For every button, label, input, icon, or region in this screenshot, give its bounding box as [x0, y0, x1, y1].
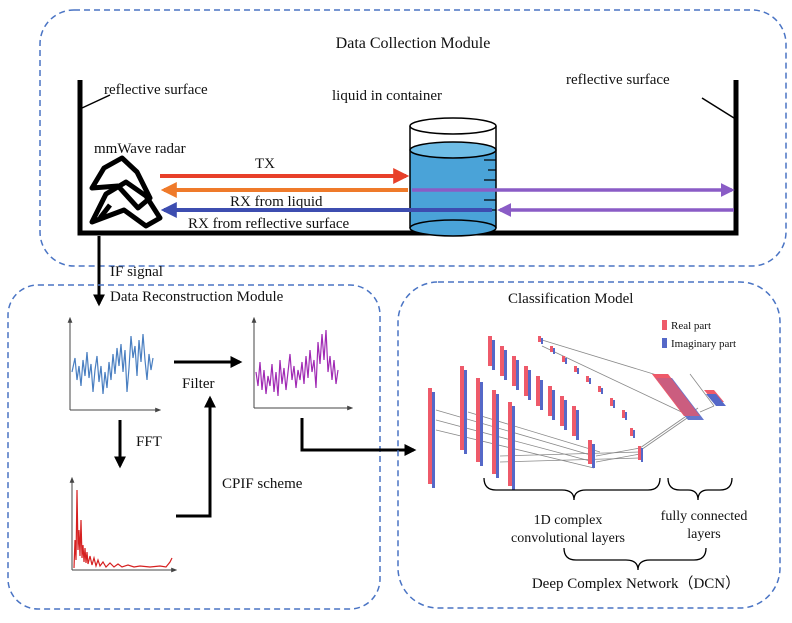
if-signal-connector: IF signal [93, 236, 163, 307]
filtered-signal-line [255, 329, 339, 397]
reflective-left-label: reflective surface [104, 82, 208, 98]
classification-module: Classification Model Real part Imaginary… [397, 281, 781, 609]
radar-dish-icon [89, 155, 163, 229]
data-collection-title: Data Collection Module [336, 35, 491, 52]
classification-frame [397, 281, 781, 609]
conv-layer-2 [460, 366, 515, 490]
reflective-right-label: reflective surface [566, 72, 670, 88]
data-collection-module: Data Collection Module reflective surfac… [39, 9, 787, 267]
raw-signal-line [71, 333, 154, 395]
liquid-label: liquid in container [332, 88, 442, 104]
reflective-right-pointer [701, 97, 735, 119]
conv-layers-brace [483, 477, 661, 501]
legend-imag-swatch [662, 338, 667, 348]
to-classification-arrow [300, 418, 417, 456]
filtered-signal-plot [251, 316, 354, 411]
conv-layer-3 [488, 336, 595, 468]
spectrum-line [73, 489, 173, 569]
reflective-left-pointer [81, 94, 111, 109]
rx-reflective-label: RX from reflective surface [188, 216, 350, 232]
rx-liquid-label: RX from liquid [230, 194, 323, 210]
conv-layer-1 [428, 388, 435, 488]
fft-label: FFT [136, 434, 162, 450]
conv-layers-label-line1: 1D complex [534, 513, 603, 528]
data-reconstruction-frame [7, 284, 381, 610]
data-reconstruction-module: Data Reconstruction Module FFT Filter CP… [7, 284, 417, 610]
fc-layers-label-line1: fully connected [661, 509, 748, 524]
fc-layer-1 [652, 374, 704, 420]
radar-label: mmWave radar [94, 141, 186, 157]
cpif-feedback-arrow [176, 395, 216, 518]
classification-title: Classification Model [508, 291, 633, 307]
legend-imag-label: Imaginary part [671, 338, 736, 350]
filter-label: Filter [182, 376, 215, 392]
tx-label: TX [255, 156, 275, 172]
cpif-label: CPIF scheme [222, 476, 303, 492]
fc-layers-brace [667, 477, 733, 501]
spectrum-plot [69, 476, 178, 573]
data-reconstruction-title: Data Reconstruction Module [110, 289, 284, 305]
dcn-network [428, 336, 726, 490]
if-signal-label: IF signal [110, 264, 163, 280]
conv-layers-label-line2: convolutional layers [511, 531, 625, 546]
data-collection-frame [39, 9, 787, 267]
liquid-container-icon [409, 117, 497, 237]
legend-real-swatch [662, 320, 667, 330]
fc-layers-label-line2: layers [687, 527, 720, 542]
fc-layer-2 [704, 390, 726, 406]
dcn-brace [563, 547, 707, 571]
legend-real-label: Real part [671, 320, 711, 332]
raw-signal-plot [67, 316, 162, 413]
dcn-label: Deep Complex Network（DCN） [532, 575, 740, 592]
conv-layer-4 [538, 336, 643, 462]
reflective-walls [77, 80, 739, 236]
